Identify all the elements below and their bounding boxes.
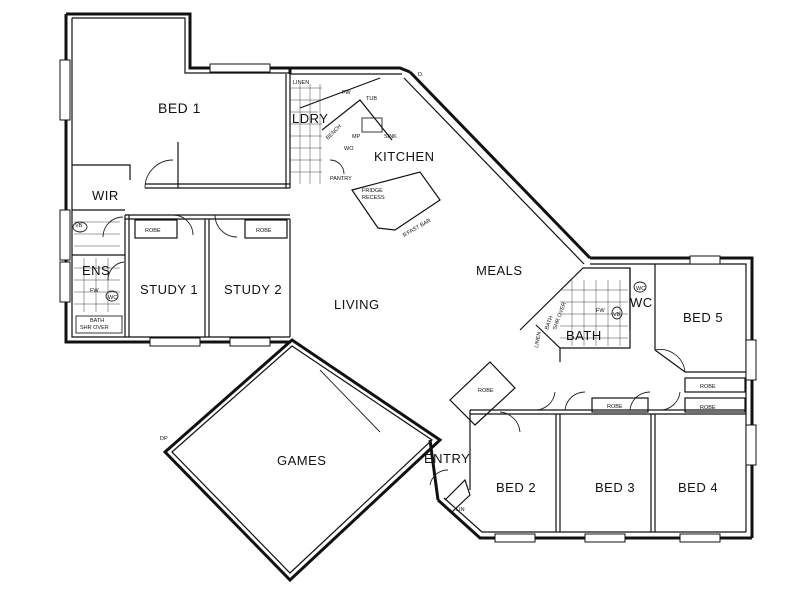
room-label-bed4: BED 4 — [678, 480, 718, 495]
fixture-label-vb-ens: VB — [75, 223, 83, 229]
room-label-meals: MEALS — [476, 263, 523, 278]
fixture-label-bath-main-2: SHR OVER — [552, 302, 567, 331]
room-labels: BED 1 LDRY KITCHEN WIR ENS STUDY 1 STUDY… — [82, 100, 723, 495]
room-label-ens: ENS — [82, 263, 110, 278]
fixture-label-fridge-2: RECESS — [362, 195, 385, 201]
room-label-study1: STUDY 1 — [140, 282, 198, 297]
door-swings — [102, 159, 686, 486]
windows — [59, 59, 757, 543]
room-label-bed2: BED 2 — [496, 480, 536, 495]
fixture-label-fw-ens: FW — [90, 288, 99, 294]
fixture-label-robe-bed4: ROBE — [700, 405, 716, 411]
fixture-label-robe-study1: ROBE — [145, 228, 161, 234]
fixture-label-robe-bed3: ROBE — [607, 404, 623, 410]
room-label-games: GAMES — [277, 453, 326, 468]
room-label-kitchen: KITCHEN — [374, 149, 435, 164]
fixture-label-linen-top: LINEN — [293, 80, 309, 86]
fixture-label-pantry: PANTRY — [330, 176, 352, 182]
fixture-label-robe-bed5: ROBE — [700, 384, 716, 390]
fixture-label-mp: MP — [352, 134, 361, 140]
room-label-study2: STUDY 2 — [224, 282, 282, 297]
fixture-label-bath-main-1: BATH — [544, 315, 555, 330]
fixture-label-robe-bed2: ROBE — [478, 388, 494, 394]
tile-hatching — [74, 84, 628, 346]
fixture-label-bfast-bar: B'FAST BAR — [402, 218, 432, 239]
fixture-label-fw-main: FW — [596, 308, 605, 314]
room-label-living: LIVING — [334, 297, 380, 312]
fixture-label-bench: BENCH — [325, 124, 343, 142]
room-label-wir: WIR — [92, 188, 119, 203]
room-label-bed5: BED 5 — [683, 310, 723, 325]
fixture-label-lin: LIN — [456, 507, 465, 513]
fixture-label-vb-main: VB — [613, 312, 621, 318]
fixture-label-bath-ens-2: SHR OVER — [80, 325, 109, 331]
room-label-entry: ENTRY — [424, 451, 470, 466]
room-label-bath: BATH — [566, 328, 602, 343]
room-label-wc: WC — [630, 295, 653, 310]
fixture-shapes — [72, 117, 647, 334]
fixture-label-bath-ens-1: BATH — [90, 318, 104, 324]
fixture-label-fridge-1: FRIDGE — [362, 188, 383, 194]
fixture-label-wc-ens: WC — [108, 295, 117, 301]
room-label-bed3: BED 3 — [595, 480, 635, 495]
fixture-label-fw-top: FW — [342, 90, 351, 96]
interior-walls — [72, 74, 746, 532]
fixture-label-wc-small: WC — [636, 286, 645, 292]
fixture-label-dp-left: DP — [160, 436, 168, 442]
fixture-label-wo: WO — [344, 146, 354, 152]
fixture-label-sink: SINK — [384, 134, 397, 140]
fixture-label-tub: TUB — [366, 96, 377, 102]
fixture-label-linen-main: LINEN — [534, 331, 543, 348]
fixture-label-dp-top: D. — [418, 72, 424, 78]
room-label-bed1: BED 1 — [158, 100, 201, 116]
fixture-label-robe-study2: ROBE — [256, 228, 272, 234]
exterior-walls — [64, 12, 754, 583]
room-label-ldry: LDRY — [292, 111, 328, 126]
